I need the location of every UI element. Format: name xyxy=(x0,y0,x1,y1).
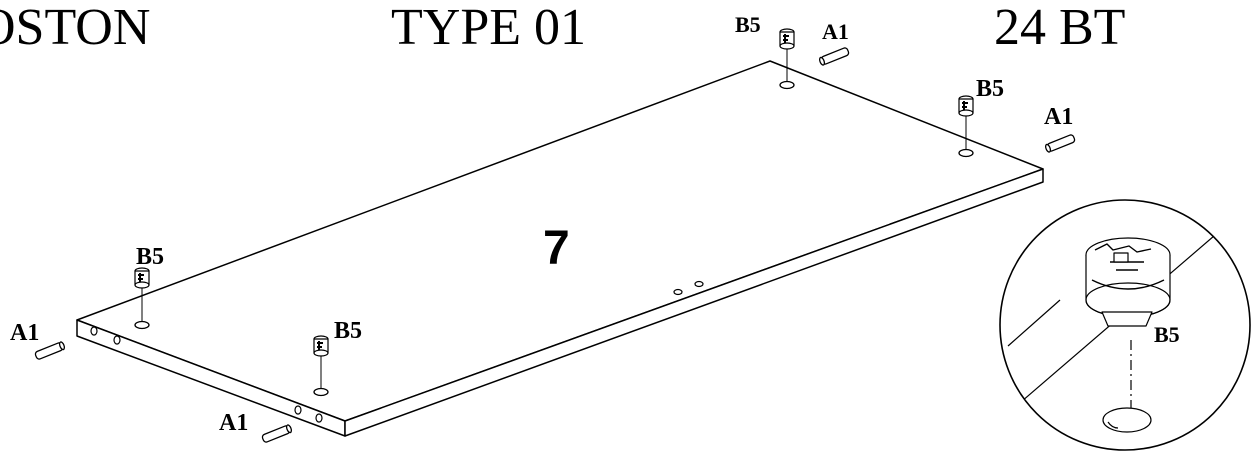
label-b5-left: B5 xyxy=(136,244,164,270)
type-label: TYPE 01 xyxy=(391,0,586,56)
label-b5-detail: B5 xyxy=(1154,322,1180,347)
edge-holes-left xyxy=(90,326,323,423)
dowel-icon xyxy=(34,47,1076,443)
cam-lock-icon xyxy=(134,28,974,357)
model-name: OSTON xyxy=(0,0,151,56)
label-a1-right: A1 xyxy=(1044,104,1073,130)
label-a1-left: A1 xyxy=(10,320,39,346)
panel-right-edge xyxy=(344,168,1044,437)
label-b5-right: B5 xyxy=(976,76,1004,102)
detail-magnifier-icon: B5 xyxy=(999,199,1251,451)
cam-guide-lines xyxy=(141,48,967,389)
top-holes-middle xyxy=(673,280,704,296)
label-a1-front: A1 xyxy=(219,410,248,436)
label-a1-top: A1 xyxy=(822,19,849,44)
size-label: 24 BT xyxy=(994,0,1126,56)
label-b5-front: B5 xyxy=(334,318,362,344)
label-b5-top: B5 xyxy=(735,12,761,37)
panel-number: 7 xyxy=(543,222,570,275)
